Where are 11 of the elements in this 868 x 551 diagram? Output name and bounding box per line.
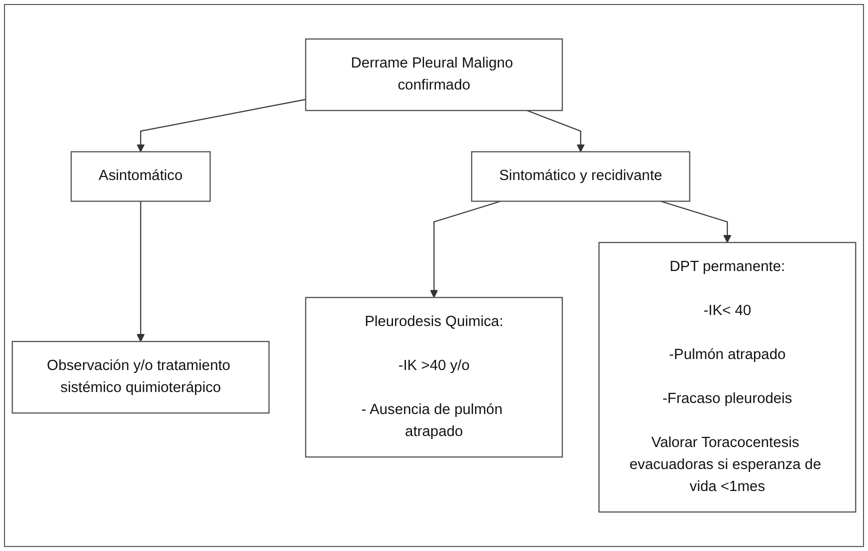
arrow: [136, 201, 145, 342]
arrow: [660, 200, 732, 243]
node-box: Observación y/o tratamiento sistémico quimioterápico: [12, 340, 270, 414]
node-box: DPT permanente: -IK< 40 -Pulmón atrapado -Fracaso pleurodeis Valorar Toracocentesis evacuadoras si esperanza de vida <1mes: [598, 242, 856, 513]
node-box: Asintomático: [70, 151, 211, 202]
arrow: [136, 98, 306, 152]
node-box: Pleurodesis Quimica: -IK >40 y/o - Ausencia de pulmón atrapado: [305, 296, 563, 458]
node-box: Derrame Pleural Maligno confirmado: [305, 38, 563, 112]
arrow: [526, 110, 585, 152]
arrow: [430, 200, 501, 298]
node-box: Sintomático y recidivante: [471, 151, 690, 202]
